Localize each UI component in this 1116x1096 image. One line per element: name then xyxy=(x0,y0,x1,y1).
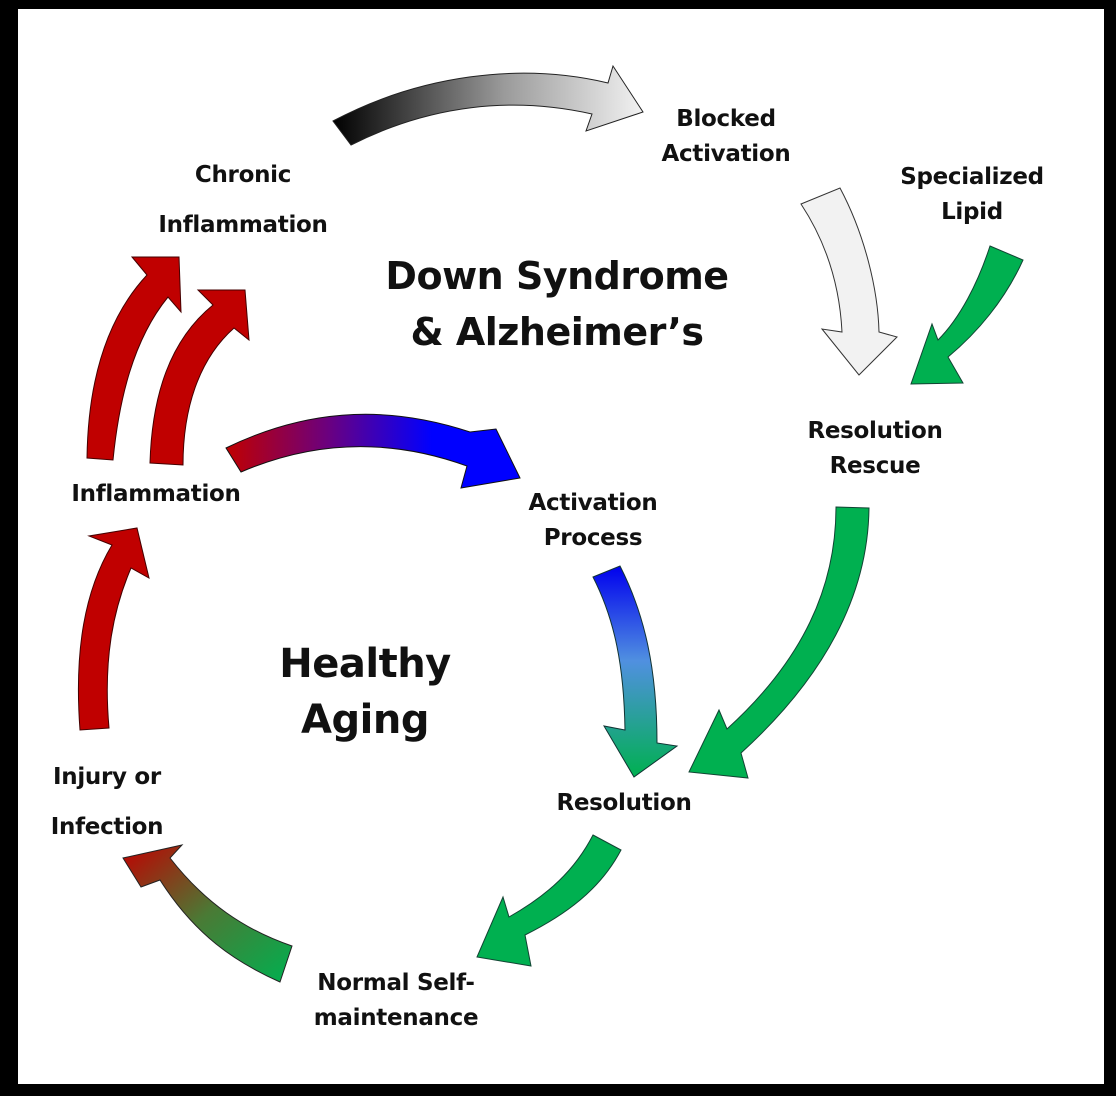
node-label-line: Rescue xyxy=(829,453,921,479)
node-label-line: Infection xyxy=(50,814,164,840)
node-label-line: Blocked xyxy=(676,106,776,132)
arrow-inflammation-to-chronic-1 xyxy=(86,256,182,461)
arrow-lipid-to-rescue xyxy=(910,245,1024,385)
node-chronic-inflammation: Chronic Inflammation xyxy=(158,150,328,250)
node-specialized-lipid: Specialized Lipid xyxy=(900,160,1044,230)
node-label-line: Activation xyxy=(528,490,658,516)
arrow-chronic-to-blocked xyxy=(332,64,644,146)
arrow-rescue-to-resolution xyxy=(688,506,870,779)
node-resolution-rescue: Resolution Rescue xyxy=(807,414,942,484)
node-label-line: Inflammation xyxy=(158,212,328,238)
node-label-line: Resolution xyxy=(556,790,692,816)
arrow-inflammation-to-chronic-2 xyxy=(149,289,250,466)
node-label-line: Specialized xyxy=(900,164,1044,190)
node-label-line: Resolution xyxy=(807,418,943,444)
arrow-resolution-to-normal xyxy=(476,834,622,967)
arrow-normal-to-injury xyxy=(122,844,293,983)
node-label-line: Injury or xyxy=(53,764,161,790)
node-normal-self-maintenance: Normal Self- maintenance xyxy=(314,966,479,1036)
outer-cycle-title: Down Syndrome & Alzheimer’s xyxy=(385,248,729,360)
node-label-line: Activation xyxy=(661,141,791,167)
node-label-line: Normal Self- xyxy=(317,970,475,996)
arrow-inflammation-to-activation xyxy=(225,413,521,489)
arrow-blocked-to-rescue xyxy=(800,187,898,376)
node-label-line: Lipid xyxy=(941,199,1003,225)
node-label-line: Process xyxy=(543,525,643,551)
outer-cycle-title-line2: & Alzheimer’s xyxy=(410,310,704,354)
outer-cycle-title-line1: Down Syndrome xyxy=(385,254,729,298)
inner-cycle-title: Healthy Aging xyxy=(279,636,451,748)
inner-cycle-title-line1: Healthy xyxy=(279,641,451,687)
node-inflammation: Inflammation xyxy=(71,476,241,512)
node-blocked-activation: Blocked Activation xyxy=(662,102,791,172)
inner-cycle-title-line2: Aging xyxy=(301,697,429,743)
node-label-line: maintenance xyxy=(313,1005,479,1031)
node-label-line: Inflammation xyxy=(71,481,241,507)
arrow-activation-to-resolution xyxy=(592,565,679,778)
node-injury-or-infection: Injury or Infection xyxy=(51,752,164,852)
node-resolution: Resolution xyxy=(556,785,691,821)
node-label-line: Chronic xyxy=(194,162,292,188)
arrow-injury-to-inflammation xyxy=(77,527,150,731)
node-activation-process: Activation Process xyxy=(529,486,658,556)
